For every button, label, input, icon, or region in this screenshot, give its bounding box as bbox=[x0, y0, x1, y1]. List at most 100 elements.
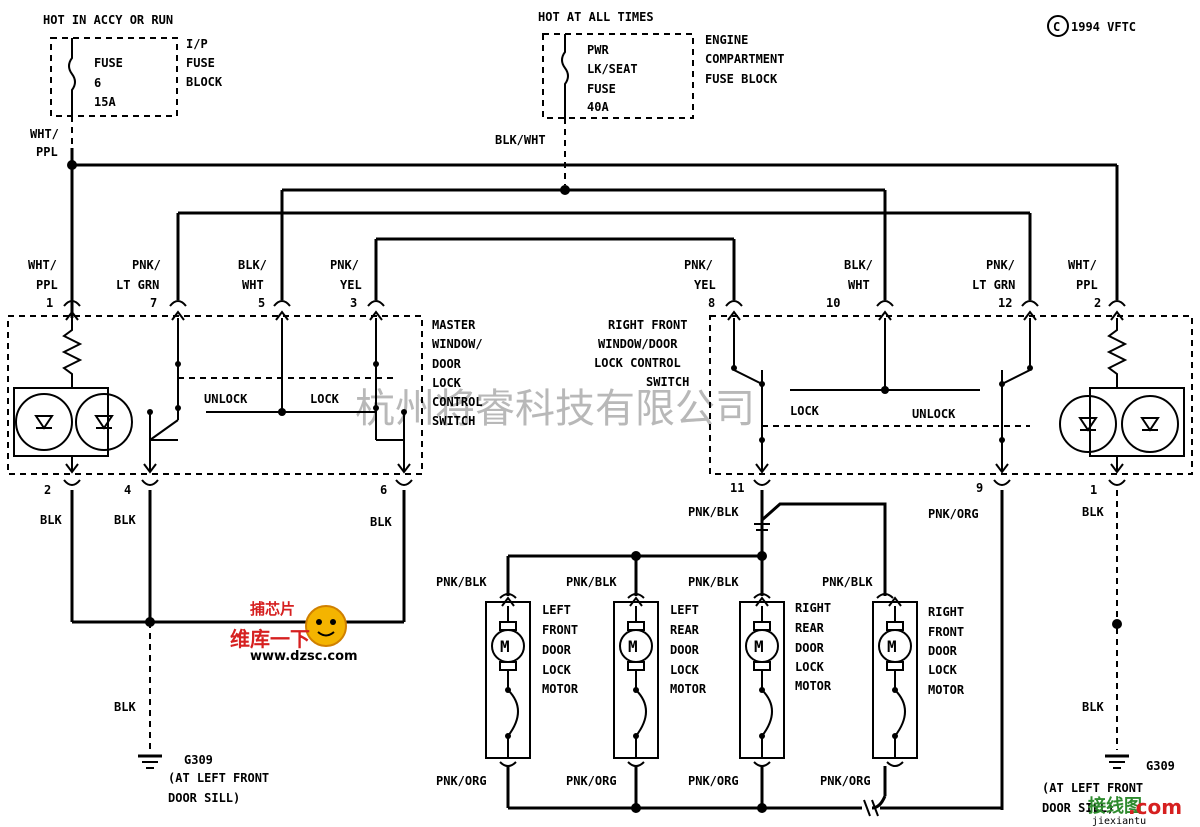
svg-text:PNK/: PNK/ bbox=[132, 258, 161, 272]
svg-text:UNLOCK: UNLOCK bbox=[204, 392, 248, 406]
svg-text:FRONT: FRONT bbox=[928, 625, 964, 639]
svg-text:FUSE: FUSE bbox=[186, 56, 215, 70]
svg-text:M: M bbox=[628, 637, 638, 656]
svg-text:DOOR: DOOR bbox=[928, 644, 958, 658]
svg-text:PNK/ORG: PNK/ORG bbox=[436, 774, 487, 788]
svg-text:1: 1 bbox=[46, 296, 53, 310]
svg-text:PWR: PWR bbox=[587, 43, 609, 57]
svg-text:FUSE: FUSE bbox=[587, 82, 616, 96]
svg-text:PNK/BLK: PNK/BLK bbox=[436, 575, 487, 589]
svg-text:www.dzsc.com: www.dzsc.com bbox=[250, 649, 358, 664]
right-front-switch: LOCK UNLOCK RIGHT FRONT WINDOW/DOOR LOCK… bbox=[594, 310, 1193, 475]
jiexiantu-logo: 接线图 .com jiexiantu bbox=[1088, 795, 1182, 827]
svg-text:BLK/: BLK/ bbox=[238, 258, 267, 272]
svg-text:PNK/: PNK/ bbox=[330, 258, 359, 272]
svg-text:M: M bbox=[754, 637, 764, 656]
motor-left-rear: M LEFT REAR DOOR LOCK MOTOR bbox=[613, 593, 707, 767]
svg-text:3: 3 bbox=[350, 296, 357, 310]
svg-text:G309: G309 bbox=[184, 753, 213, 767]
svg-text:2: 2 bbox=[44, 483, 51, 497]
svg-text:FRONT: FRONT bbox=[542, 623, 578, 637]
svg-text:I/P: I/P bbox=[186, 37, 208, 51]
svg-text:LOCK CONTROL: LOCK CONTROL bbox=[594, 356, 681, 370]
svg-text:WHT/: WHT/ bbox=[28, 258, 57, 272]
svg-text:PNK/BLK: PNK/BLK bbox=[688, 575, 739, 589]
svg-text:PNK/ORG: PNK/ORG bbox=[566, 774, 617, 788]
svg-text:WHT/: WHT/ bbox=[1068, 258, 1097, 272]
svg-text:PNK/: PNK/ bbox=[684, 258, 713, 272]
svg-text:MASTER: MASTER bbox=[432, 318, 476, 332]
svg-text:6: 6 bbox=[380, 483, 387, 497]
svg-text:WINDOW/: WINDOW/ bbox=[432, 337, 483, 351]
right-ground-wiring: BLK BLK G309 (AT LEFT FRONT DOOR SILL) bbox=[1042, 490, 1175, 815]
engine-fuse-block: HOT AT ALL TIMES PWR LK/SEAT FUSE 40A EN… bbox=[538, 10, 784, 119]
svg-text:RIGHT: RIGHT bbox=[928, 605, 964, 619]
svg-text:BLK/WHT: BLK/WHT bbox=[495, 133, 546, 147]
motor-left-front: M LEFT FRONT DOOR LOCK MOTOR bbox=[485, 593, 579, 767]
svg-text:LOCK: LOCK bbox=[310, 392, 340, 406]
svg-text:YEL: YEL bbox=[694, 278, 716, 292]
svg-text:11: 11 bbox=[730, 481, 744, 495]
svg-text:LOCK: LOCK bbox=[928, 663, 958, 677]
watermark-text: 杭州将睿科技有限公司 bbox=[355, 386, 755, 432]
svg-text:BLK: BLK bbox=[370, 515, 392, 529]
motor-right-front: M RIGHT FRONT DOOR LOCK MOTOR bbox=[872, 593, 965, 767]
svg-text:12: 12 bbox=[998, 296, 1012, 310]
svg-text:WHT: WHT bbox=[848, 278, 870, 292]
svg-text:DOOR: DOOR bbox=[670, 643, 700, 657]
svg-text:(AT LEFT FRONT: (AT LEFT FRONT bbox=[1042, 781, 1143, 795]
svg-text:PNK/ORG: PNK/ORG bbox=[928, 507, 979, 521]
svg-text:BLK: BLK bbox=[1082, 700, 1104, 714]
svg-text:MOTOR: MOTOR bbox=[928, 683, 965, 697]
svg-text:LK/SEAT: LK/SEAT bbox=[587, 62, 638, 76]
svg-text:WHT: WHT bbox=[242, 278, 264, 292]
svg-text:2: 2 bbox=[1094, 296, 1101, 310]
svg-text:MOTOR: MOTOR bbox=[670, 682, 707, 696]
left-ground-wiring: BLK BLK BLK BLK G309 (AT LEFT FRONT DOOR… bbox=[40, 490, 406, 805]
svg-text:HOT AT ALL TIMES: HOT AT ALL TIMES bbox=[538, 10, 654, 24]
svg-text:SWITCH: SWITCH bbox=[646, 375, 689, 389]
svg-text:C: C bbox=[1053, 20, 1060, 34]
svg-text:FUSE: FUSE bbox=[94, 56, 123, 70]
bottom-connectors: 2 4 6 11 9 1 bbox=[44, 479, 1126, 497]
svg-text:ENGINE: ENGINE bbox=[705, 33, 748, 47]
svg-text:HOT IN ACCY OR RUN: HOT IN ACCY OR RUN bbox=[43, 13, 173, 27]
svg-text:BLK: BLK bbox=[40, 513, 62, 527]
ip-fuse-block: HOT IN ACCY OR RUN FUSE 6 15A I/P FUSE B… bbox=[43, 13, 223, 117]
svg-text:DOOR: DOOR bbox=[542, 643, 572, 657]
svg-text:YEL: YEL bbox=[340, 278, 362, 292]
svg-text:UNLOCK: UNLOCK bbox=[912, 407, 956, 421]
svg-text:WINDOW/DOOR: WINDOW/DOOR bbox=[598, 337, 678, 351]
svg-text:jiexiantu: jiexiantu bbox=[1092, 816, 1146, 827]
svg-text:LOCK: LOCK bbox=[795, 660, 825, 674]
power-wires: WHT/ PPL BLK/WHT bbox=[30, 116, 1119, 318]
motor-bus-wiring: PNK/BLK PNK/ORG PNK/BLK PNK/BLK PNK/BLK … bbox=[436, 490, 1004, 817]
master-switch: UNLOCK LOCK MASTER WINDOW/ DOOR LOCK CON… bbox=[7, 310, 483, 475]
copyright: C 1994 VFTC bbox=[1047, 15, 1136, 37]
svg-text:LOCK: LOCK bbox=[542, 663, 572, 677]
svg-text:1994 VFTC: 1994 VFTC bbox=[1071, 20, 1136, 34]
svg-text:BLK: BLK bbox=[114, 513, 136, 527]
svg-text:DOOR SILL): DOOR SILL) bbox=[1042, 801, 1114, 815]
svg-text:PNK/BLK: PNK/BLK bbox=[566, 575, 617, 589]
svg-text:7: 7 bbox=[150, 296, 157, 310]
svg-text:MOTOR: MOTOR bbox=[795, 679, 832, 693]
svg-text:PNK/BLK: PNK/BLK bbox=[822, 575, 873, 589]
svg-text:BLOCK: BLOCK bbox=[186, 75, 223, 89]
svg-text:REAR: REAR bbox=[795, 621, 825, 635]
svg-text:10: 10 bbox=[826, 296, 840, 310]
svg-text:DOOR: DOOR bbox=[795, 641, 825, 655]
svg-text:PPL: PPL bbox=[36, 145, 58, 159]
svg-text:LOCK: LOCK bbox=[670, 663, 700, 677]
svg-text:5: 5 bbox=[258, 296, 265, 310]
svg-text:DOOR SILL): DOOR SILL) bbox=[168, 791, 240, 805]
svg-text:LT GRN: LT GRN bbox=[972, 278, 1015, 292]
svg-text:M: M bbox=[500, 637, 510, 656]
svg-text:DOOR: DOOR bbox=[432, 357, 462, 371]
svg-text:PNK/ORG: PNK/ORG bbox=[688, 774, 739, 788]
svg-text:RIGHT: RIGHT bbox=[795, 601, 831, 615]
svg-text:SWITCH: SWITCH bbox=[432, 414, 475, 428]
svg-text:WHT/: WHT/ bbox=[30, 127, 59, 141]
svg-text:4: 4 bbox=[124, 483, 131, 497]
